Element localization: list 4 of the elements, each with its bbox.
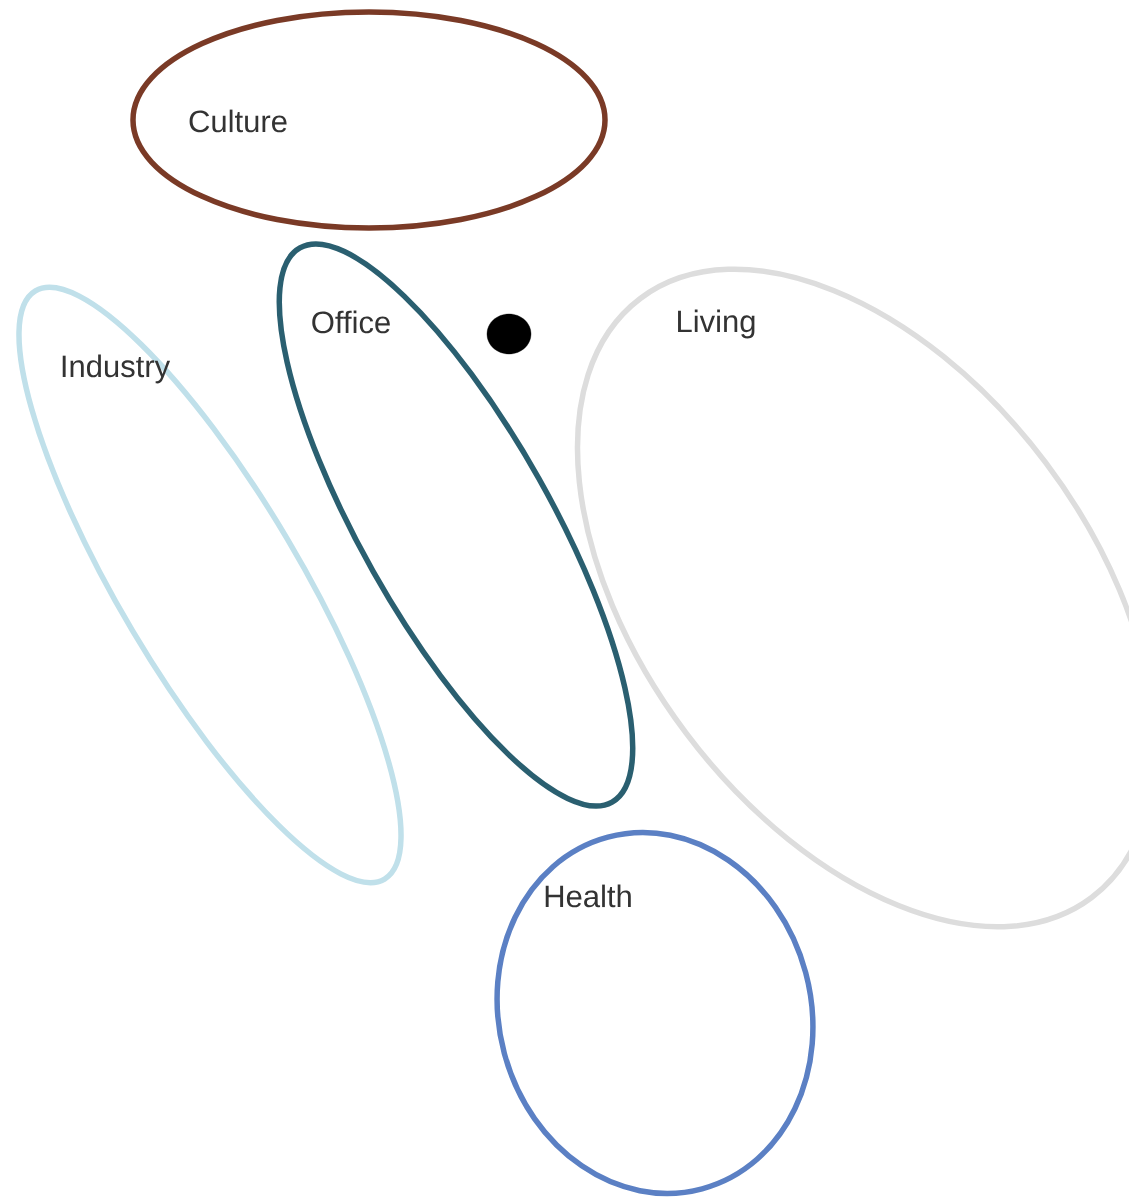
ellipse-region: Culture	[130, 9, 608, 231]
ellipse-region: Health	[494, 830, 816, 1196]
dot	[486, 313, 532, 355]
ellipse-region: Office	[276, 241, 636, 809]
